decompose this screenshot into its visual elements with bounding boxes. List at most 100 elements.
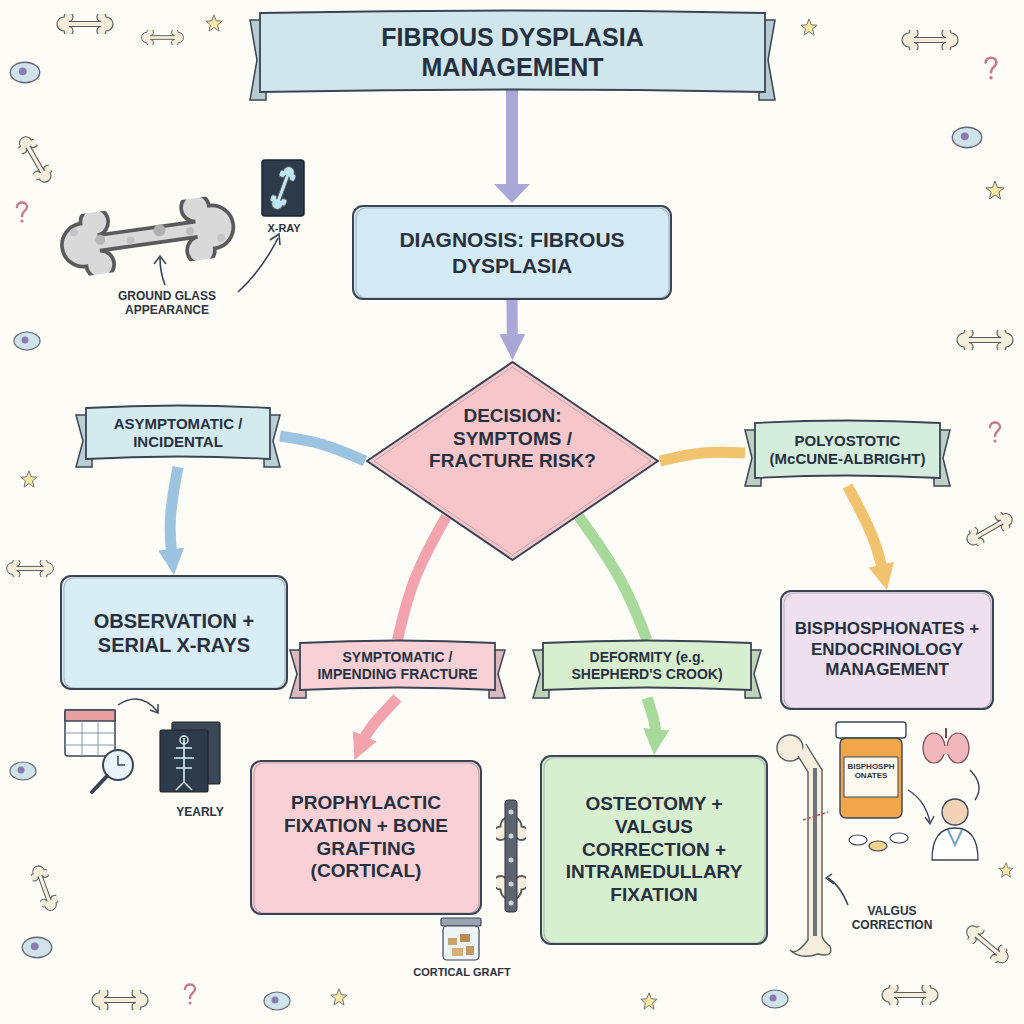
border-decoration [21, 471, 37, 487]
text-block: PROPHYLACTIC FIXATION + BONE GRAFTING (C… [266, 792, 466, 883]
text-block: SYMPTOMATIC / IMPENDING FRACTURE [308, 649, 488, 683]
medication-icons [908, 790, 930, 822]
x-ray-icon [262, 160, 304, 216]
plated-bone [509, 901, 514, 906]
box-sketch [544, 758, 765, 943]
plated-bone [509, 882, 514, 887]
box-sketch [356, 208, 669, 298]
follow-up-icons [65, 699, 220, 792]
title-arrow [494, 88, 530, 203]
process-box: OSTEOTOMY + VALGUS CORRECTION + INTRAMED… [540, 755, 768, 945]
flow-arrow [507, 300, 518, 346]
box-fill [251, 761, 481, 914]
illustration-label: BISPHOSPHONATES [845, 762, 897, 780]
box-fill [781, 591, 993, 709]
graft-jar [443, 926, 479, 960]
process-box: DIAGNOSIS: FIBROUS DYSPLASIA [352, 205, 672, 300]
graft-jar [460, 934, 470, 942]
box-sketch [784, 593, 991, 708]
medication-icons [836, 722, 906, 738]
medication-icons [836, 722, 979, 860]
border-decoration [801, 19, 817, 35]
node-text: OBSERVATION + SERIAL X-RAYS [84, 609, 264, 657]
medication-icons [932, 828, 978, 860]
process-box: BISPHOSPHONATES + ENDOCRINOLOGY MANAGEME… [780, 590, 994, 710]
border-decoration [28, 863, 62, 913]
follow-up-icons [118, 756, 125, 765]
ground-glass-bone [126, 236, 135, 245]
node-text: PROPHYLACTIC FIXATION + BONE GRAFTING (C… [266, 792, 466, 883]
leader-arrow [270, 234, 280, 245]
border-decoration [17, 203, 27, 223]
medication-icons [948, 830, 962, 845]
diamond-sketch [374, 367, 651, 555]
border-decoration [10, 62, 39, 82]
border-decoration [14, 332, 40, 350]
follow-up-icons [174, 738, 194, 790]
medication-icons [925, 816, 934, 824]
box-shape [352, 205, 672, 300]
flow-arrow [579, 517, 647, 640]
follow-up-icons [65, 710, 115, 721]
corrected-femur [777, 735, 848, 956]
graft-jar [441, 918, 481, 960]
border-decoration [882, 984, 938, 1007]
follow-up-icons [65, 721, 115, 756]
flow-arrow [647, 698, 656, 741]
text-block: OBSERVATION + SERIAL X-RAYS [84, 609, 264, 657]
corrected-femur [826, 874, 834, 884]
leader-arrow [238, 238, 278, 292]
border-decoration [952, 127, 981, 147]
title-banner: FIBROUS DYSPLASIA MANAGEMENT [250, 10, 775, 100]
border-decoration [986, 181, 1004, 199]
border-decoration [331, 989, 347, 1005]
box-sketch [254, 763, 479, 913]
node-text: BISPHOSPHONATES + ENDOCRINOLOGY MANAGEME… [789, 619, 985, 680]
follow-up-icons [118, 699, 158, 712]
corrected-femur [790, 744, 831, 956]
text-block: OSTEOTOMY + VALGUS CORRECTION + INTRAMED… [551, 793, 757, 907]
border-decoration [902, 29, 958, 52]
ribbon-body [260, 11, 765, 93]
node-text: ASYMPTOMATIC / INCIDENTAL [98, 415, 258, 451]
border-decoration [22, 937, 51, 957]
ground-glass-bone [69, 228, 78, 237]
medication-icons [942, 799, 968, 825]
border-decoration [957, 329, 1013, 352]
branch-ribbon: DEFORMITY (e.g. SHEPHERD'S CROOK) [533, 640, 761, 698]
box-fill [61, 576, 287, 689]
border-decoration [142, 29, 184, 46]
border-decoration [999, 863, 1013, 877]
ground-glass-bone [95, 234, 106, 245]
border-decoration [7, 559, 54, 578]
follow-up-icons [150, 704, 158, 713]
graft-jar [441, 918, 481, 926]
node-text: DECISION: SYMPTOMS / FRACTURE RISK? [425, 405, 600, 473]
x-ray-icon [267, 164, 300, 212]
border-decoration [961, 920, 1013, 968]
border-decoration [206, 15, 222, 31]
flow-arrow [848, 486, 884, 576]
text-block: BISPHOSPHONATES + ENDOCRINOLOGY MANAGEME… [789, 619, 985, 680]
follow-up-icons [65, 710, 115, 756]
title-arrow [494, 184, 530, 203]
flow-arrow [398, 517, 447, 640]
border-decoration [264, 992, 290, 1010]
graft-jar [466, 946, 474, 955]
plated-bone [505, 800, 517, 912]
medication-icons [945, 728, 947, 738]
box-sketch [64, 578, 285, 688]
plated-bone [509, 858, 514, 863]
flow-arrow [170, 467, 178, 561]
border-decoration [57, 13, 113, 36]
plated-bone [494, 800, 528, 912]
branch-ribbon: SYMPTOMATIC / IMPENDING FRACTURE [290, 640, 505, 698]
box-fill [541, 756, 767, 944]
ribbon-body [543, 641, 751, 691]
node-text: DEFORMITY (e.g. SHEPHERD'S CROOK) [552, 649, 742, 683]
flow-arrow [360, 698, 397, 747]
corrected-femur [813, 768, 817, 936]
border-decoration [185, 985, 195, 1005]
corrected-femur [803, 812, 828, 820]
